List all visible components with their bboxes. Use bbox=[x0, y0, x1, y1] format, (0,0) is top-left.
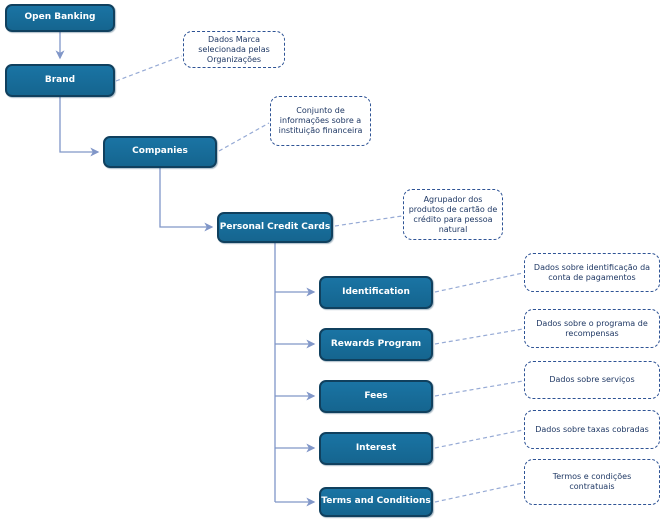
annotation-terms-and-conditions: Termos e condições contratuais bbox=[524, 459, 660, 505]
annotation-identification: Dados sobre identificação da conta de pa… bbox=[524, 253, 660, 292]
annotation-rewards-program: Dados sobre o programa de recompensas bbox=[524, 309, 660, 348]
annotation-fees: Dados sobre serviços bbox=[524, 361, 660, 399]
annotation-personal-credit-cards: Agrupador dos produtos de cartão de créd… bbox=[403, 189, 503, 240]
link-identification-annotation bbox=[434, 272, 524, 293]
link-brand-annotation bbox=[115, 55, 183, 82]
node-rewards-program: Rewards Program bbox=[319, 328, 433, 361]
node-brand: Brand bbox=[5, 64, 115, 97]
edge-brand-to-companies bbox=[59, 97, 100, 157]
link-terms-and-conditions-annotation bbox=[434, 482, 524, 503]
node-personal-credit-cards: Personal Credit Cards bbox=[217, 212, 333, 243]
link-interest-annotation bbox=[434, 429, 524, 449]
link-personal-credit-cards-annotation bbox=[334, 215, 403, 227]
link-companies-annotation bbox=[218, 122, 270, 152]
edge-companies-to-personal-credit-cards bbox=[159, 168, 214, 232]
annotation-companies: Conjunto de informações sobre a institui… bbox=[270, 96, 371, 146]
node-companies: Companies bbox=[103, 136, 217, 168]
annotation-brand: Dados Marca selecionada pelas Organizaçõ… bbox=[183, 31, 285, 68]
link-fees-annotation bbox=[434, 380, 524, 397]
node-identification: Identification bbox=[319, 276, 433, 309]
link-rewards-program-annotation bbox=[434, 328, 524, 345]
node-terms-and-conditions: Terms and Conditions bbox=[319, 487, 433, 517]
node-interest: Interest bbox=[319, 432, 433, 465]
annotation-interest: Dados sobre taxas cobradas bbox=[524, 410, 660, 449]
node-fees: Fees bbox=[319, 380, 433, 413]
node-open-banking: Open Banking bbox=[5, 4, 115, 32]
